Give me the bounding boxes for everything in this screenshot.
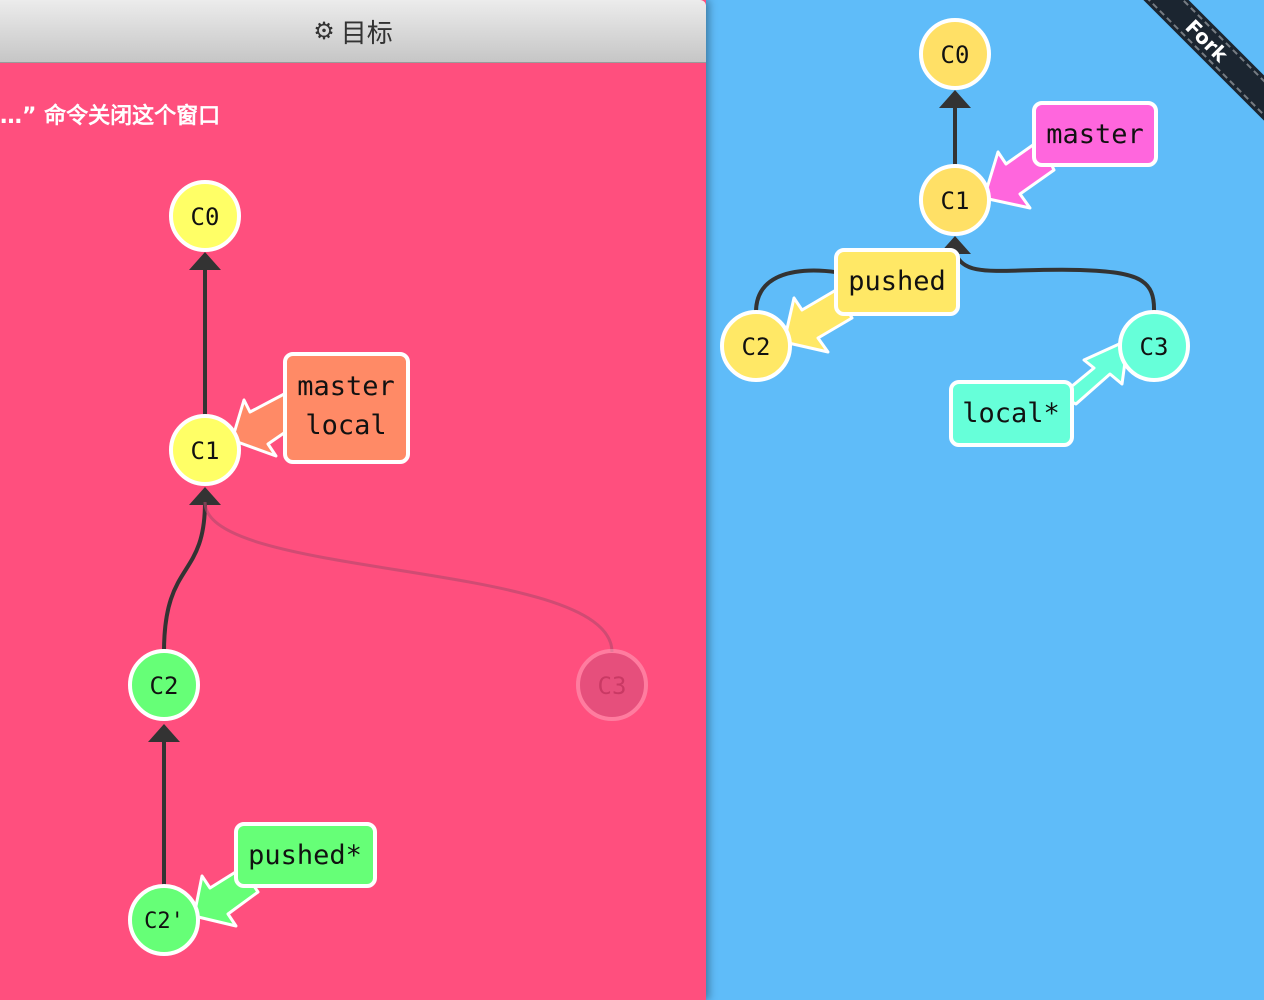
gear-icon: ⚙ (313, 17, 335, 45)
arrowhead-c0 (189, 252, 221, 270)
branch-label-box (834, 248, 960, 316)
branch-label-box (1032, 101, 1158, 167)
edge-c3-c1 (203, 501, 614, 653)
goal-panel: ⚙ 目标 …” 命令关闭这个窗口 master local pushed* C0 (0, 0, 706, 1000)
commit-c2-prime[interactable]: C2' (128, 884, 200, 956)
branch-label-line: local* (962, 398, 1060, 429)
branch-master[interactable]: master (982, 101, 1158, 210)
commit-c2[interactable]: C2 (720, 310, 792, 382)
edge-c3-c1 (953, 251, 1157, 313)
goal-title: 目标 (340, 18, 393, 49)
arrowhead-c1 (939, 236, 971, 254)
branch-label-box (234, 822, 377, 888)
commit-label: C2 (742, 333, 771, 361)
arrowhead-c1 (189, 487, 221, 505)
commit-c1[interactable]: C1 (919, 164, 991, 236)
branch-label-line: master (297, 371, 395, 402)
edge-c2-c1 (162, 501, 207, 653)
goal-header[interactable]: ⚙ 目标 (0, 0, 706, 63)
commit-label: C0 (191, 203, 220, 231)
branch-arrow (1058, 338, 1130, 406)
branch-pushed[interactable]: pushed (782, 248, 960, 354)
commit-label: C3 (1140, 333, 1169, 361)
commit-c3[interactable]: C3 (1118, 310, 1190, 382)
branch-label-line: local (305, 410, 386, 441)
goal-hint: …” 命令关闭这个窗口 (0, 104, 221, 129)
goal-graph: master local pushed* C0 C1 C2 C3 C2' (128, 180, 648, 956)
branch-local-star[interactable]: local* (949, 338, 1130, 447)
commit-c0[interactable]: C0 (919, 18, 991, 90)
commit-label: C0 (941, 41, 970, 69)
branch-arrow (982, 138, 1056, 210)
fork-ribbon[interactable]: Fork (1126, 0, 1264, 140)
arrowhead-c0 (939, 90, 971, 108)
commit-c0[interactable]: C0 (169, 180, 241, 252)
branch-label-line: pushed (848, 266, 946, 297)
edge-c2-c1-left (754, 268, 846, 313)
branch-master-local[interactable]: master local (230, 352, 410, 464)
commit-label: C1 (941, 187, 970, 215)
branch-label-box (949, 380, 1074, 447)
arrowhead-c2 (148, 724, 180, 742)
commit-label: C2 (150, 672, 179, 700)
branch-label-box (283, 352, 410, 464)
commit-c2[interactable]: C2 (128, 649, 200, 721)
commit-c3[interactable]: C3 (576, 649, 648, 721)
branch-arrow (782, 288, 854, 354)
commit-label: C3 (598, 672, 627, 700)
commit-label: C1 (191, 437, 220, 465)
branch-label-line: master (1046, 119, 1144, 150)
commit-c1[interactable]: C1 (169, 414, 241, 486)
commit-label: C2' (144, 909, 184, 934)
branch-pushed-star[interactable]: pushed* (192, 822, 377, 928)
branch-label-line: pushed* (248, 840, 362, 871)
